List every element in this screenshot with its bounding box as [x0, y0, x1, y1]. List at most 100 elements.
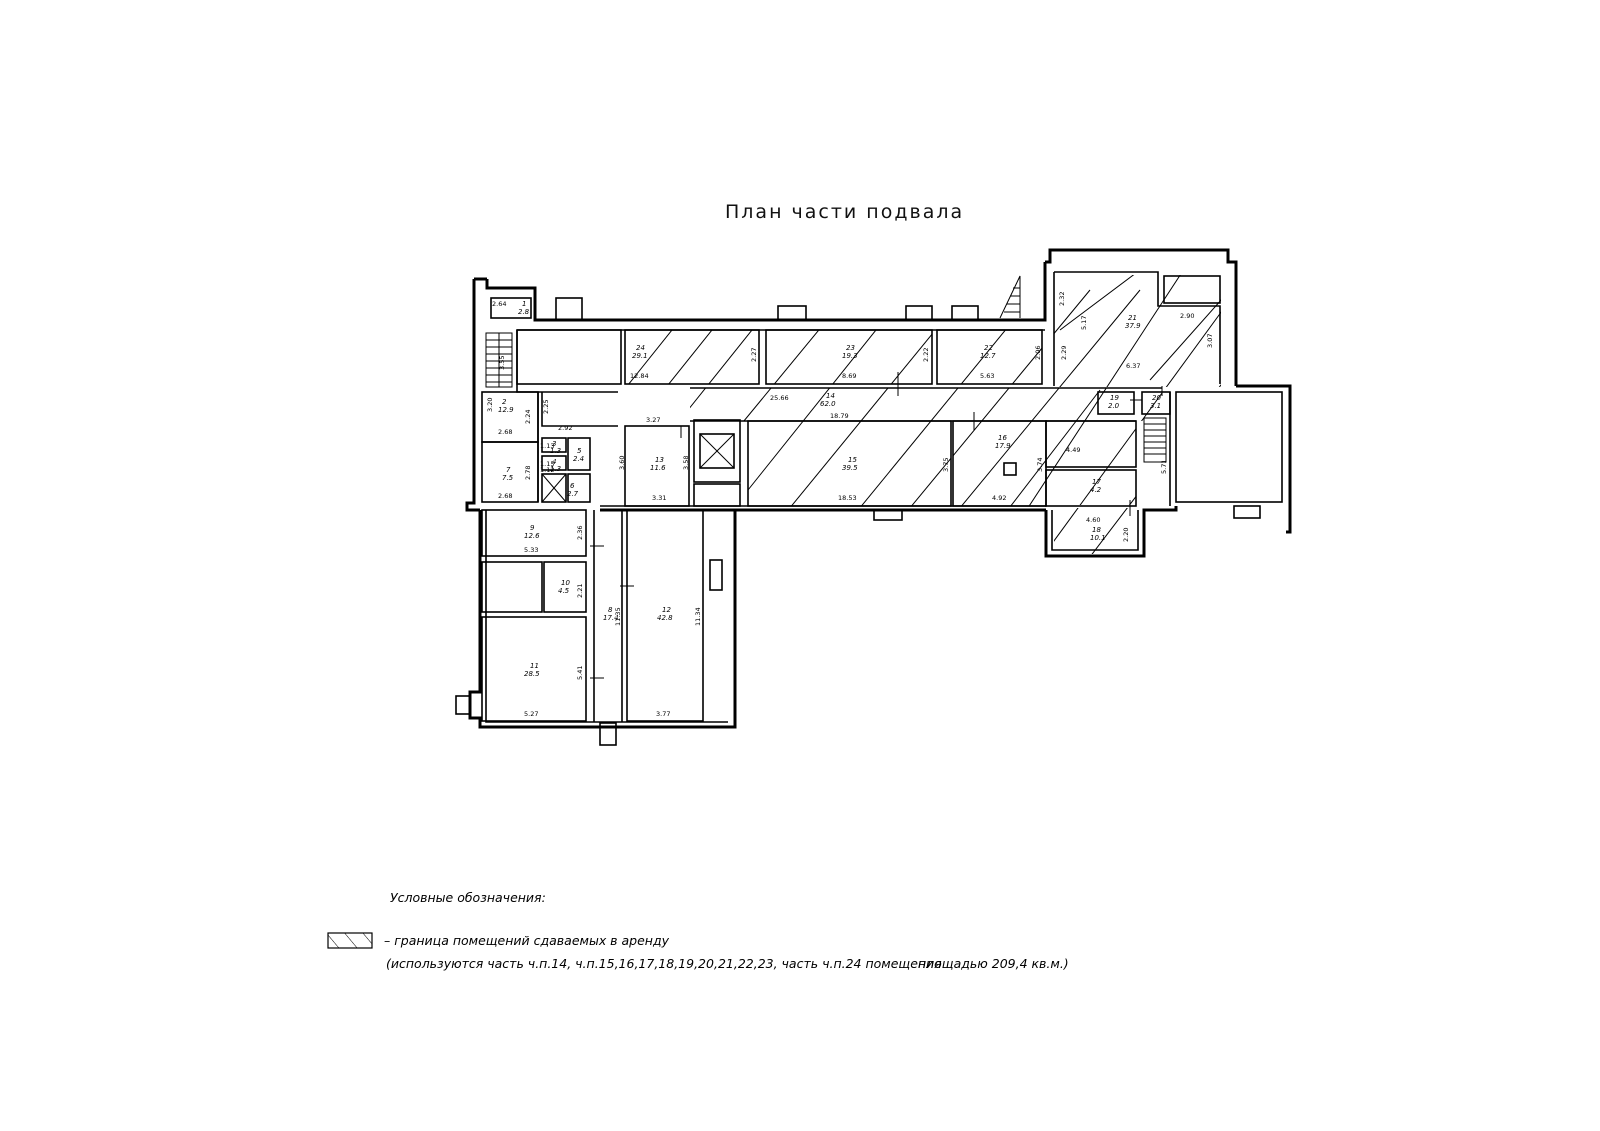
room-number: 3: [552, 440, 556, 448]
dimension: 5.17: [1080, 316, 1088, 330]
dimension: 25.66: [770, 394, 789, 402]
legend-line-1: – граница помещений сдаваемых в аренду: [384, 933, 670, 948]
dimension: 3.58: [682, 456, 690, 470]
dimension: 2.32: [1058, 292, 1066, 306]
dimension: 5.71: [1160, 460, 1168, 474]
dimension: 2.90: [1180, 312, 1194, 320]
dimension: 3.27: [646, 416, 660, 424]
room-area: 19.3: [842, 352, 858, 360]
room-area: 4.2: [1090, 486, 1102, 494]
dimension: 5.41: [576, 666, 584, 680]
legend-line-3: площадью 209,4 кв.м.): [918, 956, 1069, 971]
dimension: 2.06: [1034, 346, 1042, 360]
dimension: 2.68: [498, 492, 512, 500]
dimension: 3.60: [618, 456, 626, 470]
room-number: 10: [561, 579, 570, 587]
room-area: 29.1: [632, 352, 648, 360]
room-area: 4.5: [558, 587, 570, 595]
room-area: 2.8: [518, 308, 530, 316]
room-area: 12.6: [524, 532, 540, 540]
dimension: 2.24: [524, 410, 532, 424]
room-number: 13: [655, 456, 664, 464]
room-area: 39.5: [842, 464, 858, 472]
legend-line-2: (используются часть ч.п.14, ч.п.15,16,17…: [386, 956, 942, 971]
room-number: 7: [506, 466, 511, 474]
dimension: 4.60: [1086, 516, 1100, 524]
dimension: 2.36: [576, 526, 584, 540]
dimension: 18.53: [838, 494, 857, 502]
dimension: 18.79: [830, 412, 849, 420]
room-labels: 1 2.8 2 12.9 3 1.3 4 1.3 5 2.4 6 2.7 7 7…: [498, 300, 1161, 678]
room-number: 22: [984, 344, 993, 352]
room-area: 62.0: [820, 400, 836, 408]
room-area: 1.3: [550, 447, 561, 455]
page-title: План части подвала: [725, 201, 964, 223]
dimension: 5.27: [524, 710, 538, 718]
dimension: 11.35: [614, 607, 622, 626]
dimension: 8.69: [842, 372, 856, 380]
room-area: 7.5: [502, 474, 514, 482]
room-area: 2.7: [567, 490, 579, 498]
room-number: 2: [502, 398, 507, 406]
room-number: 9: [530, 524, 535, 532]
legend-heading: Условные обозначения:: [390, 890, 546, 905]
room-number: 17: [1092, 478, 1101, 486]
dimension: 2.78: [524, 466, 532, 480]
room-number: 4: [552, 458, 556, 466]
legend-hatch-swatch: [327, 932, 373, 949]
dimension: 2.68: [498, 428, 512, 436]
dimension: 3.74: [1036, 458, 1044, 472]
room-number: 20: [1152, 394, 1161, 402]
room-number: 14: [826, 392, 835, 400]
room-area: 3.1: [1150, 402, 1161, 410]
dimension: 1.15: [540, 460, 554, 468]
room-number: 15: [848, 456, 857, 464]
room-area: 42.8: [657, 614, 673, 622]
dimension: 3.07: [1206, 334, 1214, 348]
room-area: 12.9: [498, 406, 514, 414]
dimension: 4.49: [1066, 446, 1080, 454]
room-number: 16: [998, 434, 1007, 442]
room-number: 11: [530, 662, 539, 670]
dimension: 11.34: [694, 607, 702, 626]
room-number: 12: [662, 606, 671, 614]
dimension: 2.25: [542, 400, 550, 414]
room-number: 6: [570, 482, 575, 490]
dimension: 6.37: [1126, 362, 1140, 370]
dimension: 2.21: [576, 584, 584, 598]
dimension: 1.12: [540, 466, 554, 474]
dimension: 2.27: [750, 348, 758, 362]
dimension: 3.75: [942, 458, 950, 472]
room-area: 2.4: [573, 455, 584, 463]
dimension: 3.31: [652, 494, 666, 502]
room-area: 11.6: [650, 464, 666, 472]
dimension: 3.77: [656, 710, 670, 718]
room-number: 19: [1110, 394, 1119, 402]
dimension: 4.92: [992, 494, 1006, 502]
room-number: 1: [522, 300, 526, 308]
dimension: 2.92: [558, 424, 572, 432]
room-area: 17.9: [995, 442, 1011, 450]
room-area: 28.5: [524, 670, 540, 678]
dimension: 2.20: [1122, 528, 1130, 542]
dimension: 3.55: [498, 356, 506, 370]
room-area: 17.4: [603, 614, 619, 622]
room-number: 5: [577, 447, 582, 455]
dimension: 2.29: [1060, 346, 1068, 360]
dimension: 5.63: [980, 372, 994, 380]
room-number: 23: [846, 344, 855, 352]
interior-walls: [481, 275, 1171, 722]
dimension: 2.64: [492, 300, 506, 308]
room-area: 37.9: [1125, 322, 1141, 330]
dimension: 1.13: [540, 442, 554, 450]
room-area: 12.7: [980, 352, 996, 360]
dimension: 2.22: [922, 348, 930, 362]
room-area: 10.1: [1090, 534, 1106, 542]
room-number: 21: [1128, 314, 1137, 322]
dimension-labels: 2.64 3.55 3.20 2.24 2.25 2.68 2.78 2.68 …: [486, 292, 1214, 718]
room-number: 8: [608, 606, 613, 614]
room-area: 2.0: [1108, 402, 1120, 410]
legend: Условные обозначения: – граница помещени…: [327, 890, 1069, 971]
room-area: 1.3: [550, 465, 561, 473]
